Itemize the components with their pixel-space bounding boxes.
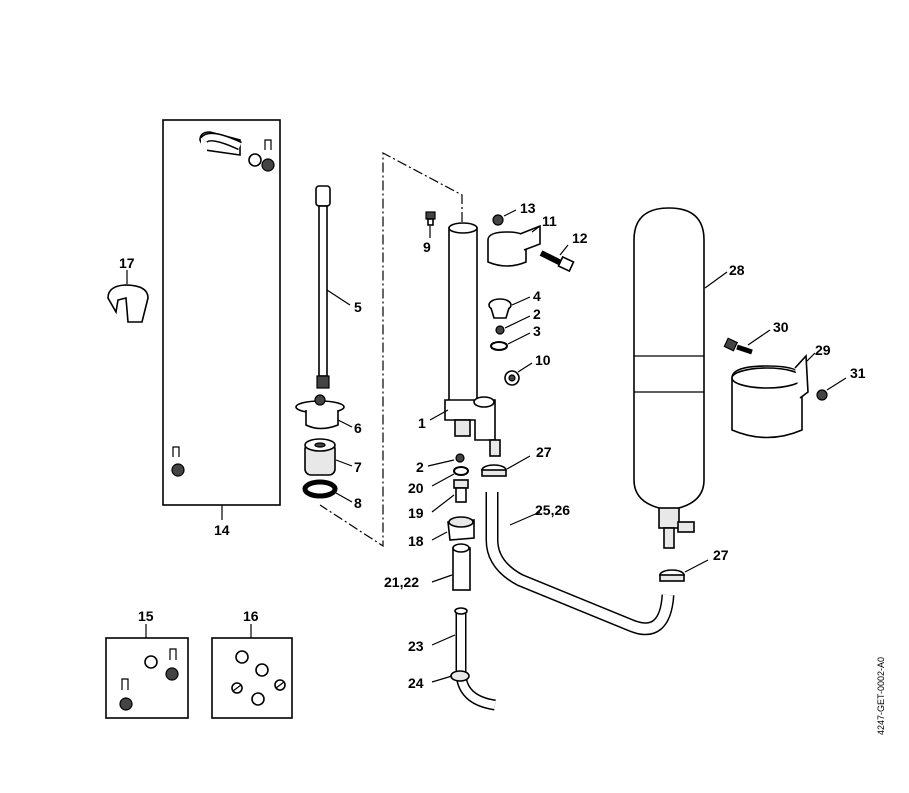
part-16-kit[interactable] (211, 637, 293, 719)
part-31-nut[interactable] (816, 389, 828, 401)
label-14: 14 (214, 522, 230, 538)
part-21-22-hose[interactable] (452, 543, 471, 591)
part-5-rod[interactable] (315, 185, 331, 389)
label-28: 28 (729, 262, 745, 278)
part-27-hose-clip-upper[interactable] (481, 464, 507, 477)
label-11: 11 (542, 213, 557, 229)
label-19: 19 (408, 505, 424, 521)
part-9-screw[interactable] (425, 211, 436, 226)
label-18: 18 (408, 533, 424, 549)
label-16: 16 (243, 608, 259, 624)
label-9: 9 (423, 239, 431, 255)
drawing-code: 4247-GET-0002-A0 (876, 657, 886, 735)
part-20-o-ring[interactable] (453, 466, 469, 476)
label-30: 30 (773, 319, 789, 335)
part-17-clip[interactable] (107, 284, 149, 323)
part-2-ball-lower[interactable] (455, 453, 465, 463)
part-25-26-hose[interactable] (485, 492, 675, 636)
part-15-kit[interactable] (105, 637, 189, 719)
label-13: 13 (520, 200, 536, 216)
part-28-pressure-tank[interactable] (633, 207, 705, 549)
label-24: 24 (408, 675, 424, 691)
part-27-hose-clip-lower[interactable] (659, 569, 685, 582)
part-8-o-ring[interactable] (302, 479, 338, 499)
part-11-clamp[interactable] (487, 224, 541, 267)
label-25-26: 25,26 (535, 502, 570, 518)
label-21-22: 21,22 (384, 574, 419, 590)
label-8: 8 (354, 495, 362, 511)
label-2-upper: 2 (533, 306, 541, 322)
part-12-bolt[interactable] (539, 250, 575, 273)
assembly-line (319, 152, 463, 548)
label-1: 1 (418, 415, 426, 431)
label-5: 5 (354, 299, 362, 315)
part-14-kit[interactable] (162, 119, 281, 506)
part-10-nut[interactable] (504, 370, 520, 386)
label-12: 12 (572, 230, 588, 246)
part-29-clamp-band[interactable] (731, 354, 809, 439)
label-20: 20 (408, 480, 424, 496)
label-27-upper: 27 (536, 444, 552, 460)
part-7-cup[interactable] (304, 438, 336, 476)
label-17: 17 (119, 255, 135, 271)
label-6: 6 (354, 420, 362, 436)
part-19-nipple[interactable] (453, 479, 469, 503)
part-2-ball-upper[interactable] (495, 325, 505, 335)
part-6-valve-seat[interactable] (295, 394, 345, 430)
part-3-o-ring[interactable] (490, 341, 508, 351)
label-2-lower: 2 (416, 459, 424, 475)
part-18-nut[interactable] (447, 516, 475, 541)
part-30-bolt[interactable] (723, 337, 753, 355)
label-27-lower: 27 (713, 547, 729, 563)
part-1-cylinder[interactable] (444, 222, 501, 457)
label-23: 23 (408, 638, 424, 654)
part-23-24-suction-hose[interactable] (450, 607, 497, 711)
label-7: 7 (354, 459, 362, 475)
part-13-nut[interactable] (492, 214, 504, 226)
part-4-valve[interactable] (488, 298, 512, 319)
label-10: 10 (535, 352, 551, 368)
label-3: 3 (533, 323, 541, 339)
label-31: 31 (850, 365, 866, 381)
label-29: 29 (815, 342, 831, 358)
label-15: 15 (138, 608, 154, 624)
label-4: 4 (533, 288, 541, 304)
